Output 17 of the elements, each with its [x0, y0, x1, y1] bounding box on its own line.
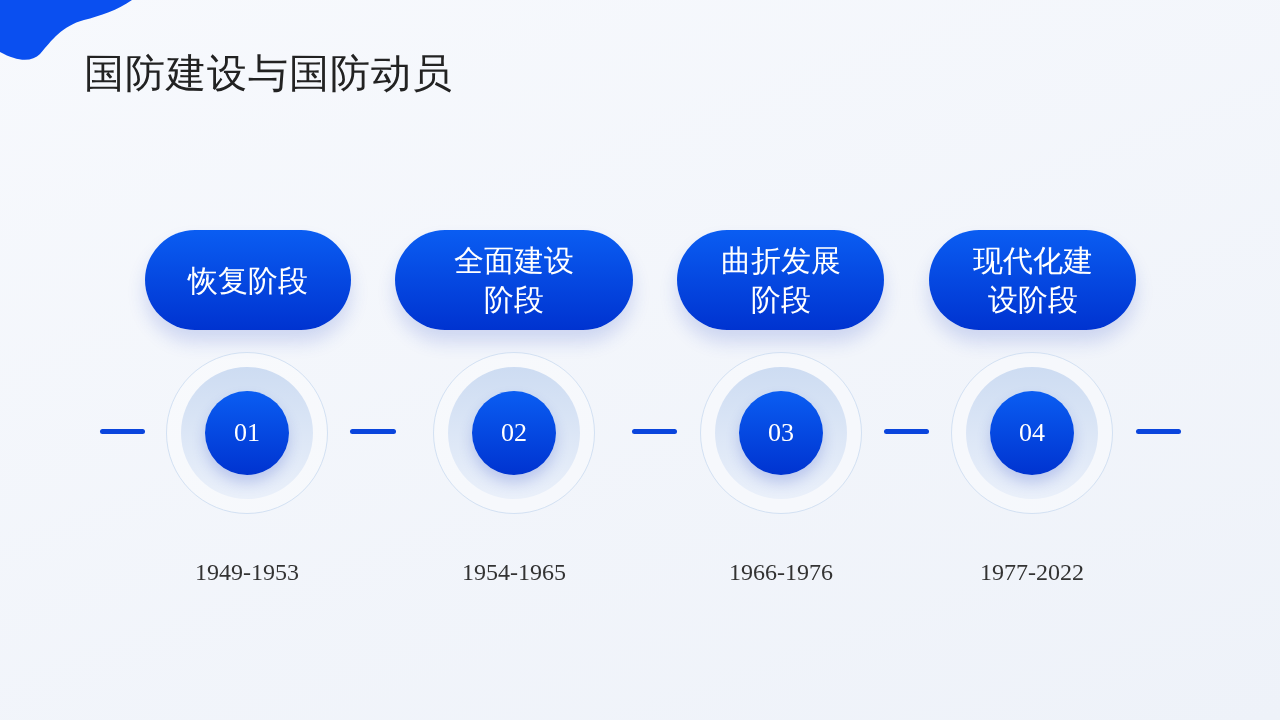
- step-number: 02: [501, 418, 527, 448]
- date-range: 1954-1965: [462, 559, 566, 586]
- date-range: 1949-1953: [195, 559, 299, 586]
- step-number: 04: [1019, 418, 1045, 448]
- stage-name: 现代化建设阶段: [971, 243, 1094, 318]
- date-range: 1966-1976: [729, 559, 833, 586]
- slide-title: 国防建设与国防动员: [84, 50, 453, 98]
- date-range: 1977-2022: [980, 559, 1084, 586]
- step-number: 03: [768, 418, 794, 448]
- stage-pill: [395, 230, 633, 330]
- step-number: 01: [234, 418, 260, 448]
- stage-pill: [929, 230, 1136, 330]
- stage-pill: [145, 230, 351, 330]
- stage-name: 恢复阶段: [188, 262, 308, 299]
- stage-name: 曲折发展阶段: [719, 243, 842, 318]
- stage-name: 全面建设阶段: [453, 243, 575, 318]
- stage-pill: [677, 230, 884, 330]
